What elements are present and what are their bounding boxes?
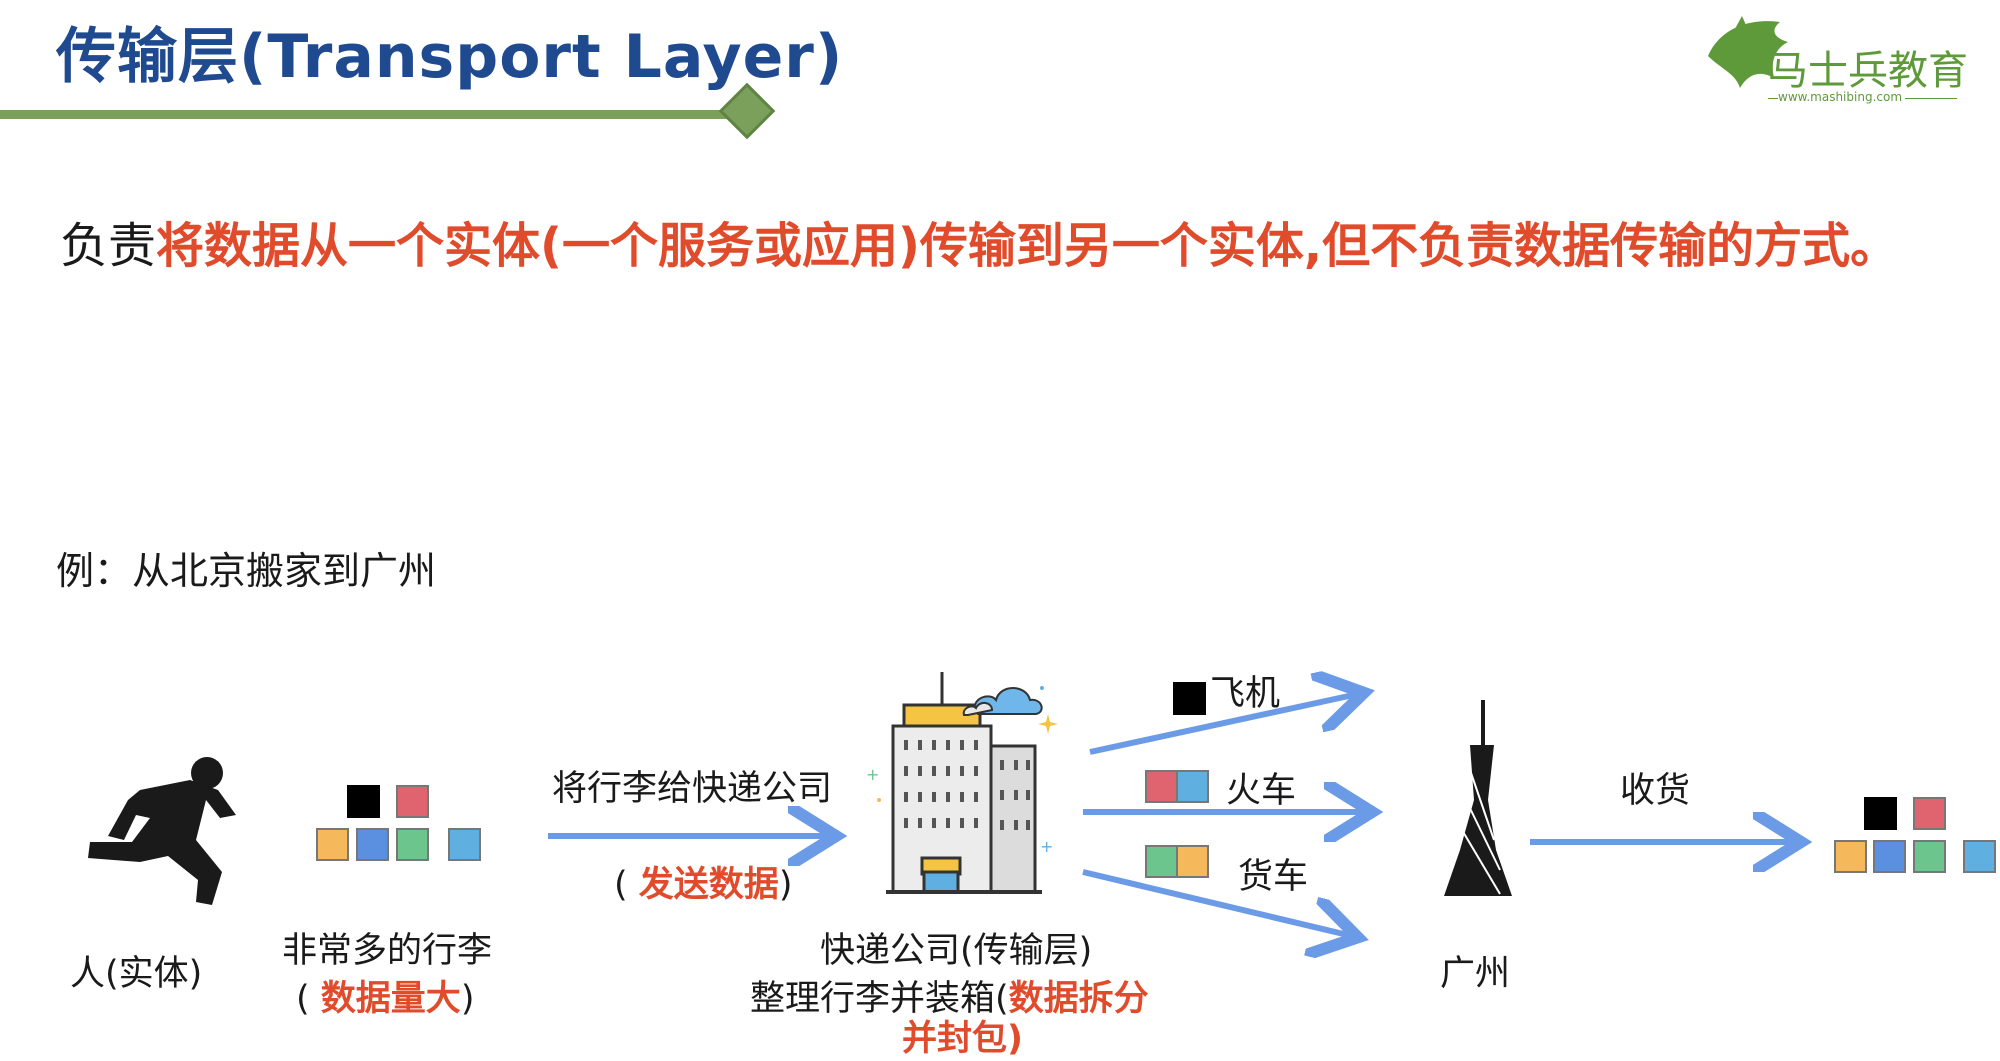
train-packet-red	[1145, 770, 1178, 803]
dest-box-green	[1913, 840, 1946, 873]
luggage-note-open: (	[296, 979, 310, 1019]
handover-note-highlight: 发送数据	[638, 865, 779, 905]
cloud-icon	[962, 687, 1043, 716]
receive-label: 收货	[1620, 771, 1691, 811]
logo-rule-right	[1905, 98, 1957, 99]
luggage-note-close: )	[460, 979, 475, 1019]
handover-note-open: (	[614, 865, 628, 905]
train-packet-cyan	[1176, 770, 1209, 803]
building-windows	[904, 740, 1030, 830]
arrow-plane	[1089, 694, 1358, 755]
logo-url: www.mashibing.com	[1778, 90, 1903, 104]
luggage-box-green	[396, 828, 429, 861]
person-label: 人(实体)	[70, 954, 203, 994]
sparkle-decorations: + +	[866, 686, 1058, 856]
company-note-cut: 并封包)	[902, 1019, 1023, 1059]
transport-plane: 飞机	[1210, 674, 1281, 714]
company-label: 快递公司(传输层)	[820, 931, 1093, 971]
diagram-canvas: + +	[88, 0, 2000, 1022]
building-icon	[886, 672, 1042, 894]
luggage-box-orange	[316, 828, 349, 861]
luggage-note: ( 数据量大)	[296, 970, 474, 1021]
plane-packet-black	[1173, 682, 1206, 715]
handover-label: 将行李给快递公司	[552, 769, 833, 809]
company-note-prefix: 整理行李并装箱(	[750, 979, 1009, 1019]
handover-note: ( 发送数据)	[614, 856, 792, 907]
runner-icon	[88, 757, 236, 905]
dest-box-black	[1864, 797, 1897, 830]
company-note: 整理行李并装箱(数据拆分	[750, 970, 1149, 1021]
luggage-note-highlight: 数据量大	[320, 979, 461, 1019]
logo-name: 马士兵教育	[1768, 48, 1968, 94]
page-title: 传输层(Transport Layer)	[56, 22, 844, 92]
truck-packet-green	[1145, 845, 1178, 878]
dest-box-cyan	[1963, 840, 1996, 873]
statement: 负责将数据从一个实体(一个服务或应用)传输到另一个实体,但不负责数据传输的方式。	[60, 208, 1920, 284]
handover-note-close: )	[778, 865, 793, 905]
statement-highlight: 将数据从一个实体(一个服务或应用)传输到另一个实体,但不负责数据传输的方式。	[156, 218, 1899, 274]
dest-box-red	[1913, 797, 1946, 830]
luggage-box-cyan	[448, 828, 481, 861]
canton-tower-icon	[1444, 700, 1512, 896]
luggage-box-black	[347, 785, 380, 818]
dest-box-blue	[1873, 840, 1906, 873]
svg-text:+: +	[1040, 837, 1053, 856]
logo-rule-left	[1768, 98, 1778, 99]
truck-packet-orange	[1176, 845, 1209, 878]
destination-label: 广州	[1440, 954, 1511, 994]
luggage-box-blue	[356, 828, 389, 861]
arrow-truck	[1082, 869, 1352, 936]
company-note-highlight: 数据拆分	[1008, 979, 1149, 1019]
svg-text:+: +	[866, 765, 879, 784]
title-underline	[0, 110, 740, 119]
transport-truck: 货车	[1238, 857, 1309, 897]
dest-box-orange	[1834, 840, 1867, 873]
logo-horse-icon	[1708, 16, 1788, 88]
luggage-box-red	[396, 785, 429, 818]
example-caption: 例：从北京搬家到广州	[56, 549, 437, 593]
luggage-label: 非常多的行李	[282, 931, 493, 971]
transport-train: 火车	[1226, 771, 1297, 811]
statement-prefix: 负责	[60, 218, 157, 274]
